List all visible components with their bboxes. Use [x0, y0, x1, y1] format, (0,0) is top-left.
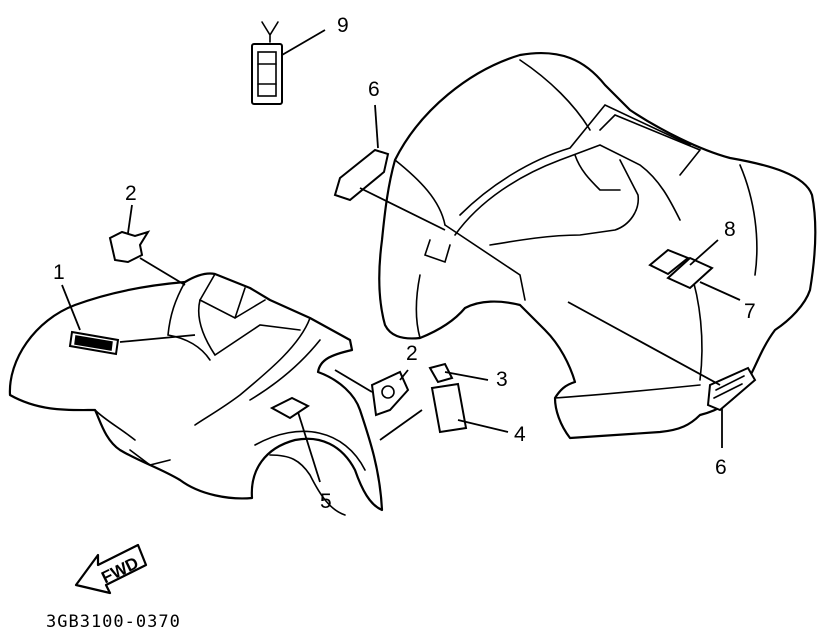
callout-5: 5	[320, 490, 332, 513]
diagram-code: 3GB3100-0370	[46, 612, 181, 632]
decal-2-left	[108, 230, 151, 264]
leader-lines	[61, 29, 741, 483]
label-4	[430, 382, 468, 434]
callout-1: 1	[53, 261, 65, 284]
forward-arrow: FWD	[74, 543, 148, 595]
front-fender	[8, 272, 384, 516]
forward-arrow-text: FWD	[98, 553, 141, 587]
rear-emblem	[706, 366, 757, 412]
callout-numbers: 9 6 2 1 2 3 4 5 8 7 6	[53, 14, 756, 513]
callout-6-top: 6	[368, 78, 380, 101]
callout-2-right: 2	[406, 342, 418, 365]
label-7	[666, 256, 714, 290]
decal-2-right	[370, 370, 410, 417]
callout-3: 3	[496, 368, 508, 391]
callout-4: 4	[514, 423, 526, 446]
callout-7: 7	[744, 300, 756, 323]
label-8	[648, 248, 690, 276]
hang-tag-label	[251, 21, 283, 105]
callout-8: 8	[724, 218, 736, 241]
callout-9: 9	[337, 14, 349, 37]
label-5	[269, 396, 310, 420]
callout-6-bottom: 6	[715, 456, 727, 479]
label-3	[428, 362, 454, 384]
rear-decal-upper	[333, 148, 390, 202]
callout-2-left: 2	[125, 182, 137, 205]
brand-emblem	[68, 330, 120, 356]
